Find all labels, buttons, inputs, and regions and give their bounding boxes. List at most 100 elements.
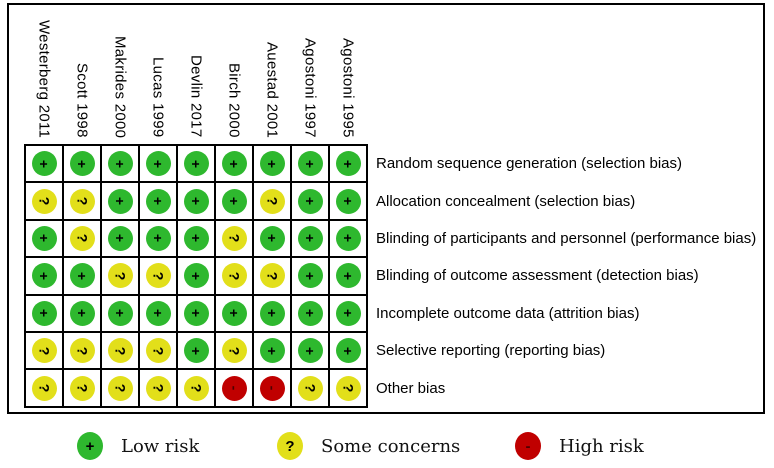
low-risk-icon: + [335, 225, 361, 251]
judgment-symbol: + [340, 346, 356, 355]
study-header-label: Birch 2000 [225, 63, 243, 138]
some-concerns-icon: ? [145, 375, 171, 401]
judgment-symbol: + [340, 159, 356, 168]
legend-symbol: + [85, 437, 95, 455]
legend: +Low risk? Some concerns -High risk [0, 430, 774, 468]
low-risk-icon: + [335, 188, 361, 214]
judgment-cell-r5-c3: + [102, 295, 138, 331]
judgment-symbol: + [112, 234, 128, 243]
judgment-cell-r5-c6: + [216, 295, 252, 331]
some-concerns-icon: ? [31, 338, 57, 364]
study-header-lucas-1999: Lucas 1999 [140, 13, 176, 141]
low-risk-icon: + [77, 432, 103, 460]
study-header-auestad-2001: Auestad 2001 [254, 13, 290, 141]
low-risk-icon: + [297, 225, 323, 251]
study-header-agostoni-1997: Agostoni 1997 [292, 13, 328, 141]
judgment-cell-r4-c9: + [330, 258, 366, 294]
some-concerns-icon: ? [221, 263, 247, 289]
judgment-cell-r4-c7: ? [254, 258, 290, 294]
judgment-symbol: ? [188, 383, 204, 393]
legend-symbol: ? [285, 437, 295, 455]
judgment-symbol: + [302, 346, 318, 355]
some-concerns-icon: ? [107, 338, 133, 364]
study-header-label: Lucas 1999 [149, 57, 167, 138]
study-header-devlin-2017: Devlin 2017 [178, 13, 214, 141]
study-header-scott-1998: Scott 1998 [64, 13, 100, 141]
judgment-symbol: + [188, 346, 204, 355]
domain-label-other-bias: Other bias [376, 379, 446, 397]
low-risk-icon: + [183, 225, 209, 251]
judgment-cell-r7-c6: - [216, 370, 252, 406]
judgment-cell-r3-c6: ? [216, 220, 252, 257]
legend-item-low-risk: +Low risk [77, 432, 199, 460]
judgment-cell-r4-c3: ? [102, 258, 138, 294]
judgment-cell-r1-c4: + [140, 146, 176, 182]
judgment-cell-r5-c9: + [330, 295, 366, 331]
judgment-symbol: + [74, 271, 90, 280]
judgment-cell-r4-c5: + [178, 258, 214, 294]
low-risk-icon: + [145, 151, 171, 177]
low-risk-icon: + [183, 263, 209, 289]
judgment-symbol: + [302, 309, 318, 318]
judgment-symbol: ? [150, 346, 166, 355]
low-risk-icon: + [107, 300, 133, 326]
judgment-cell-r6-c5: + [178, 332, 214, 369]
judgment-symbol: + [74, 309, 90, 318]
low-risk-icon: + [259, 151, 285, 177]
judgment-symbol: - [263, 385, 280, 391]
judgment-cell-r3-c2: ? [64, 220, 100, 257]
judgment-symbol: + [302, 271, 318, 280]
judgment-symbol: + [188, 271, 204, 280]
low-risk-icon: + [335, 263, 361, 289]
judgment-symbol: + [74, 159, 90, 168]
judgment-symbol: + [226, 196, 242, 206]
low-risk-icon: + [297, 300, 323, 326]
legend-label: High risk [559, 435, 644, 457]
low-risk-icon: + [335, 338, 361, 364]
some-concerns-icon: ? [145, 338, 171, 364]
some-concerns-icon: ? [259, 263, 285, 289]
judgment-symbol: ? [150, 271, 166, 281]
judgment-cell-r1-c9: + [330, 146, 366, 182]
judgment-grid: +++++++++??++++?+++?+++?+++++??+??++++++… [24, 144, 368, 408]
judgment-symbol: + [112, 159, 128, 168]
judgment-symbol: ? [112, 271, 128, 281]
judgment-cell-r7-c3: ? [102, 370, 138, 406]
low-risk-icon: + [107, 225, 133, 251]
judgment-cell-r6-c7: + [254, 332, 290, 369]
judgment-cell-r6-c6: ? [216, 332, 252, 369]
domain-label-random-sequence-generation-selection-bia: Random sequence generation (selection bi… [376, 155, 683, 173]
judgment-cell-r5-c5: + [178, 295, 214, 331]
high-risk-icon: - [221, 375, 247, 401]
judgment-cell-r4-c6: ? [216, 258, 252, 294]
judgment-cell-r2-c9: + [330, 183, 366, 219]
judgment-cell-r4-c8: + [292, 258, 328, 294]
judgment-symbol: ? [36, 196, 52, 206]
legend-label: Some concerns [321, 435, 461, 457]
judgment-symbol: + [36, 234, 52, 243]
judgment-cell-r4-c4: ? [140, 258, 176, 294]
some-concerns-icon: ? [69, 375, 95, 401]
study-header-agostoni-1995: Agostoni 1995 [330, 13, 366, 141]
judgment-symbol: + [226, 159, 242, 168]
judgment-symbol: + [264, 159, 280, 168]
judgment-cell-r2-c7: ? [254, 183, 290, 219]
judgment-cell-r7-c5: ? [178, 370, 214, 406]
some-concerns-icon: ? [145, 263, 171, 289]
domain-label-allocation-concealment-selection-bias-: Allocation concealment (selection bias) [376, 192, 636, 210]
judgment-cell-r5-c8: + [292, 295, 328, 331]
low-risk-icon: + [259, 225, 285, 251]
judgment-symbol: ? [150, 383, 166, 393]
judgment-symbol: + [302, 196, 318, 206]
judgment-cell-r6-c4: ? [140, 332, 176, 369]
judgment-cell-r2-c5: + [178, 183, 214, 219]
study-header-westerberg-2011: Westerberg 2011 [26, 13, 62, 141]
low-risk-icon: + [107, 151, 133, 177]
judgment-cell-r7-c9: ? [330, 370, 366, 406]
low-risk-icon: + [221, 151, 247, 177]
judgment-symbol: + [150, 234, 166, 243]
legend-item-some-concerns: ? Some concerns [277, 432, 460, 460]
legend-item-high-risk: -High risk [515, 432, 644, 460]
judgment-symbol: + [36, 271, 52, 280]
